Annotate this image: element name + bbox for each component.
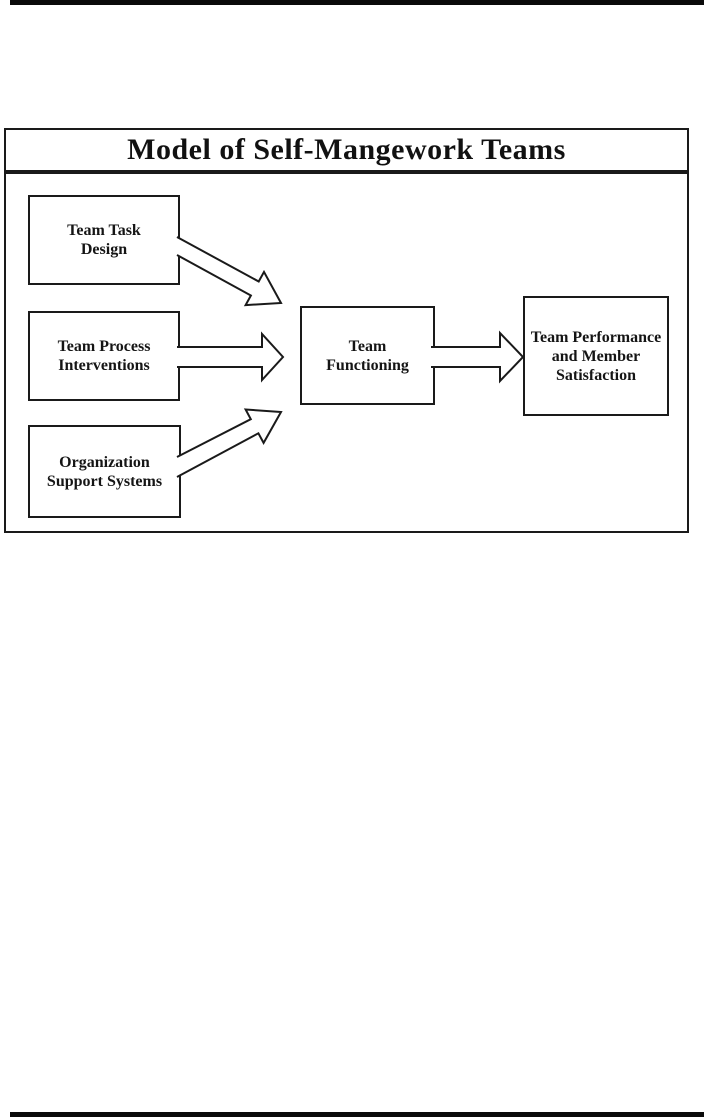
box-team-performance-satisfaction-label: Team Performance and Member Satisfaction	[530, 328, 662, 384]
box-organization-support-systems: Organization Support Systems	[28, 425, 181, 518]
box-organization-support-systems-label: Organization Support Systems	[46, 453, 163, 490]
box-team-functioning-label: Team Functioning	[326, 337, 409, 374]
diagram-title: Model of Self-Mangework Teams	[127, 133, 566, 166]
page-top-rule	[10, 0, 704, 5]
box-team-process-interventions-label: Team Process Interventions	[57, 338, 151, 374]
box-team-process-interventions: Team Process Interventions	[28, 311, 180, 401]
diagram-title-band: Model of Self-Mangework Teams	[6, 130, 687, 174]
page-bottom-rule	[10, 1112, 704, 1117]
box-team-task-design: Team Task Design	[28, 195, 180, 285]
box-team-task-design-label: Team Task Design	[67, 222, 141, 258]
box-team-performance-satisfaction: Team Performance and Member Satisfaction	[523, 296, 669, 416]
box-team-functioning: Team Functioning	[300, 306, 435, 405]
